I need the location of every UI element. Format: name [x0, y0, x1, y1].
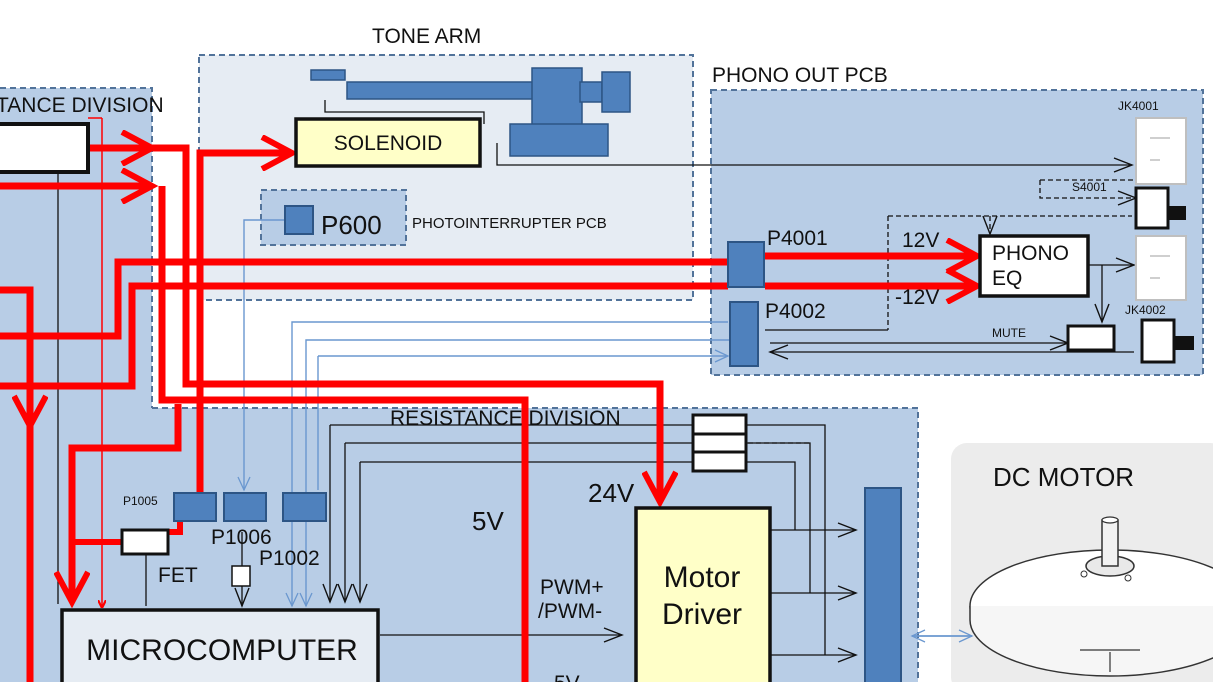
- resistance-division-bottom-title: RESISTANCE DIVISION: [390, 407, 621, 430]
- 5v-bottom-label: 5V: [554, 672, 580, 682]
- phono-eq-label-2: EQ: [992, 267, 1022, 290]
- motor-driver-label-2: Driver: [662, 598, 742, 631]
- dc-motor-title: DC MOTOR: [993, 462, 1134, 492]
- p4002-connector: [729, 301, 759, 367]
- solenoid-label: SOLENOID: [334, 132, 443, 155]
- tone-arm-title: TONE ARM: [372, 25, 481, 48]
- jk4002-connector-icon: [1140, 318, 1194, 364]
- black-signal-lines: [57, 143, 1138, 663]
- p4001-label: P4001: [767, 227, 828, 250]
- p1006-label: P1006: [211, 526, 272, 549]
- photointerrupter-pcb-title: PHOTOINTERRUPTER PCB: [412, 215, 607, 232]
- 24v-label: 24V: [588, 478, 635, 508]
- solenoid-block: [294, 117, 482, 168]
- jk4002-jack-icon: [1135, 235, 1187, 301]
- p1002-label: P1002: [259, 547, 320, 570]
- p4001-connector: [727, 241, 765, 288]
- phono-out-pcb: [710, 89, 1204, 376]
- fet-block: [120, 528, 170, 556]
- phono-eq-block: [978, 234, 1090, 298]
- phono-eq-label-1: PHONO: [992, 242, 1069, 265]
- s4001-switch-icon: [1134, 186, 1186, 230]
- p1002-connector: [282, 492, 327, 522]
- pwm-minus-label: /PWM-: [538, 600, 602, 623]
- motor-driver-label-1: Motor: [664, 561, 741, 594]
- fet-label: FET: [158, 564, 198, 587]
- p1006-connector: [223, 492, 267, 522]
- s4001-label: S4001: [1072, 180, 1107, 194]
- p1005-connector: [173, 492, 217, 522]
- jk4002-label: JK4002: [1125, 303, 1166, 317]
- microcomputer-label: MICROCOMPUTER: [86, 634, 358, 667]
- motor-connector: [864, 487, 902, 682]
- p600-label: P600: [321, 210, 382, 240]
- resistor-ladder: [691, 413, 748, 473]
- main-pcb-border: [152, 407, 919, 682]
- tone-arm-icon: [310, 67, 631, 157]
- dc-motor-icon: [969, 516, 1213, 677]
- p1005-label: P1005: [123, 494, 158, 508]
- plus12v-label: 12V: [902, 229, 939, 252]
- p4002-label: P4002: [765, 300, 826, 323]
- p1002-test-point: [231, 565, 251, 587]
- pwm-plus-label: PWM+: [540, 576, 604, 599]
- minus12v-label: -12V: [895, 286, 939, 309]
- 5v-label: 5V: [472, 506, 504, 536]
- tone-arm-wire: [324, 100, 485, 124]
- mute-switch: [1066, 324, 1116, 352]
- jk4001-jack-icon: [1135, 117, 1187, 185]
- left-resistance-pcb-border: [0, 87, 153, 408]
- microcomputer-block: [60, 608, 380, 682]
- mute-label: MUTE: [992, 326, 1026, 340]
- phono-out-pcb-title: PHONO OUT PCB: [712, 64, 888, 87]
- left-unlabeled-box: [0, 122, 90, 174]
- jk4001-label: JK4001: [1118, 99, 1159, 113]
- resistance-division-top-title: TANCE DIVISION: [0, 94, 164, 117]
- motor-driver-block: [634, 506, 772, 682]
- p600-connector: [284, 205, 314, 235]
